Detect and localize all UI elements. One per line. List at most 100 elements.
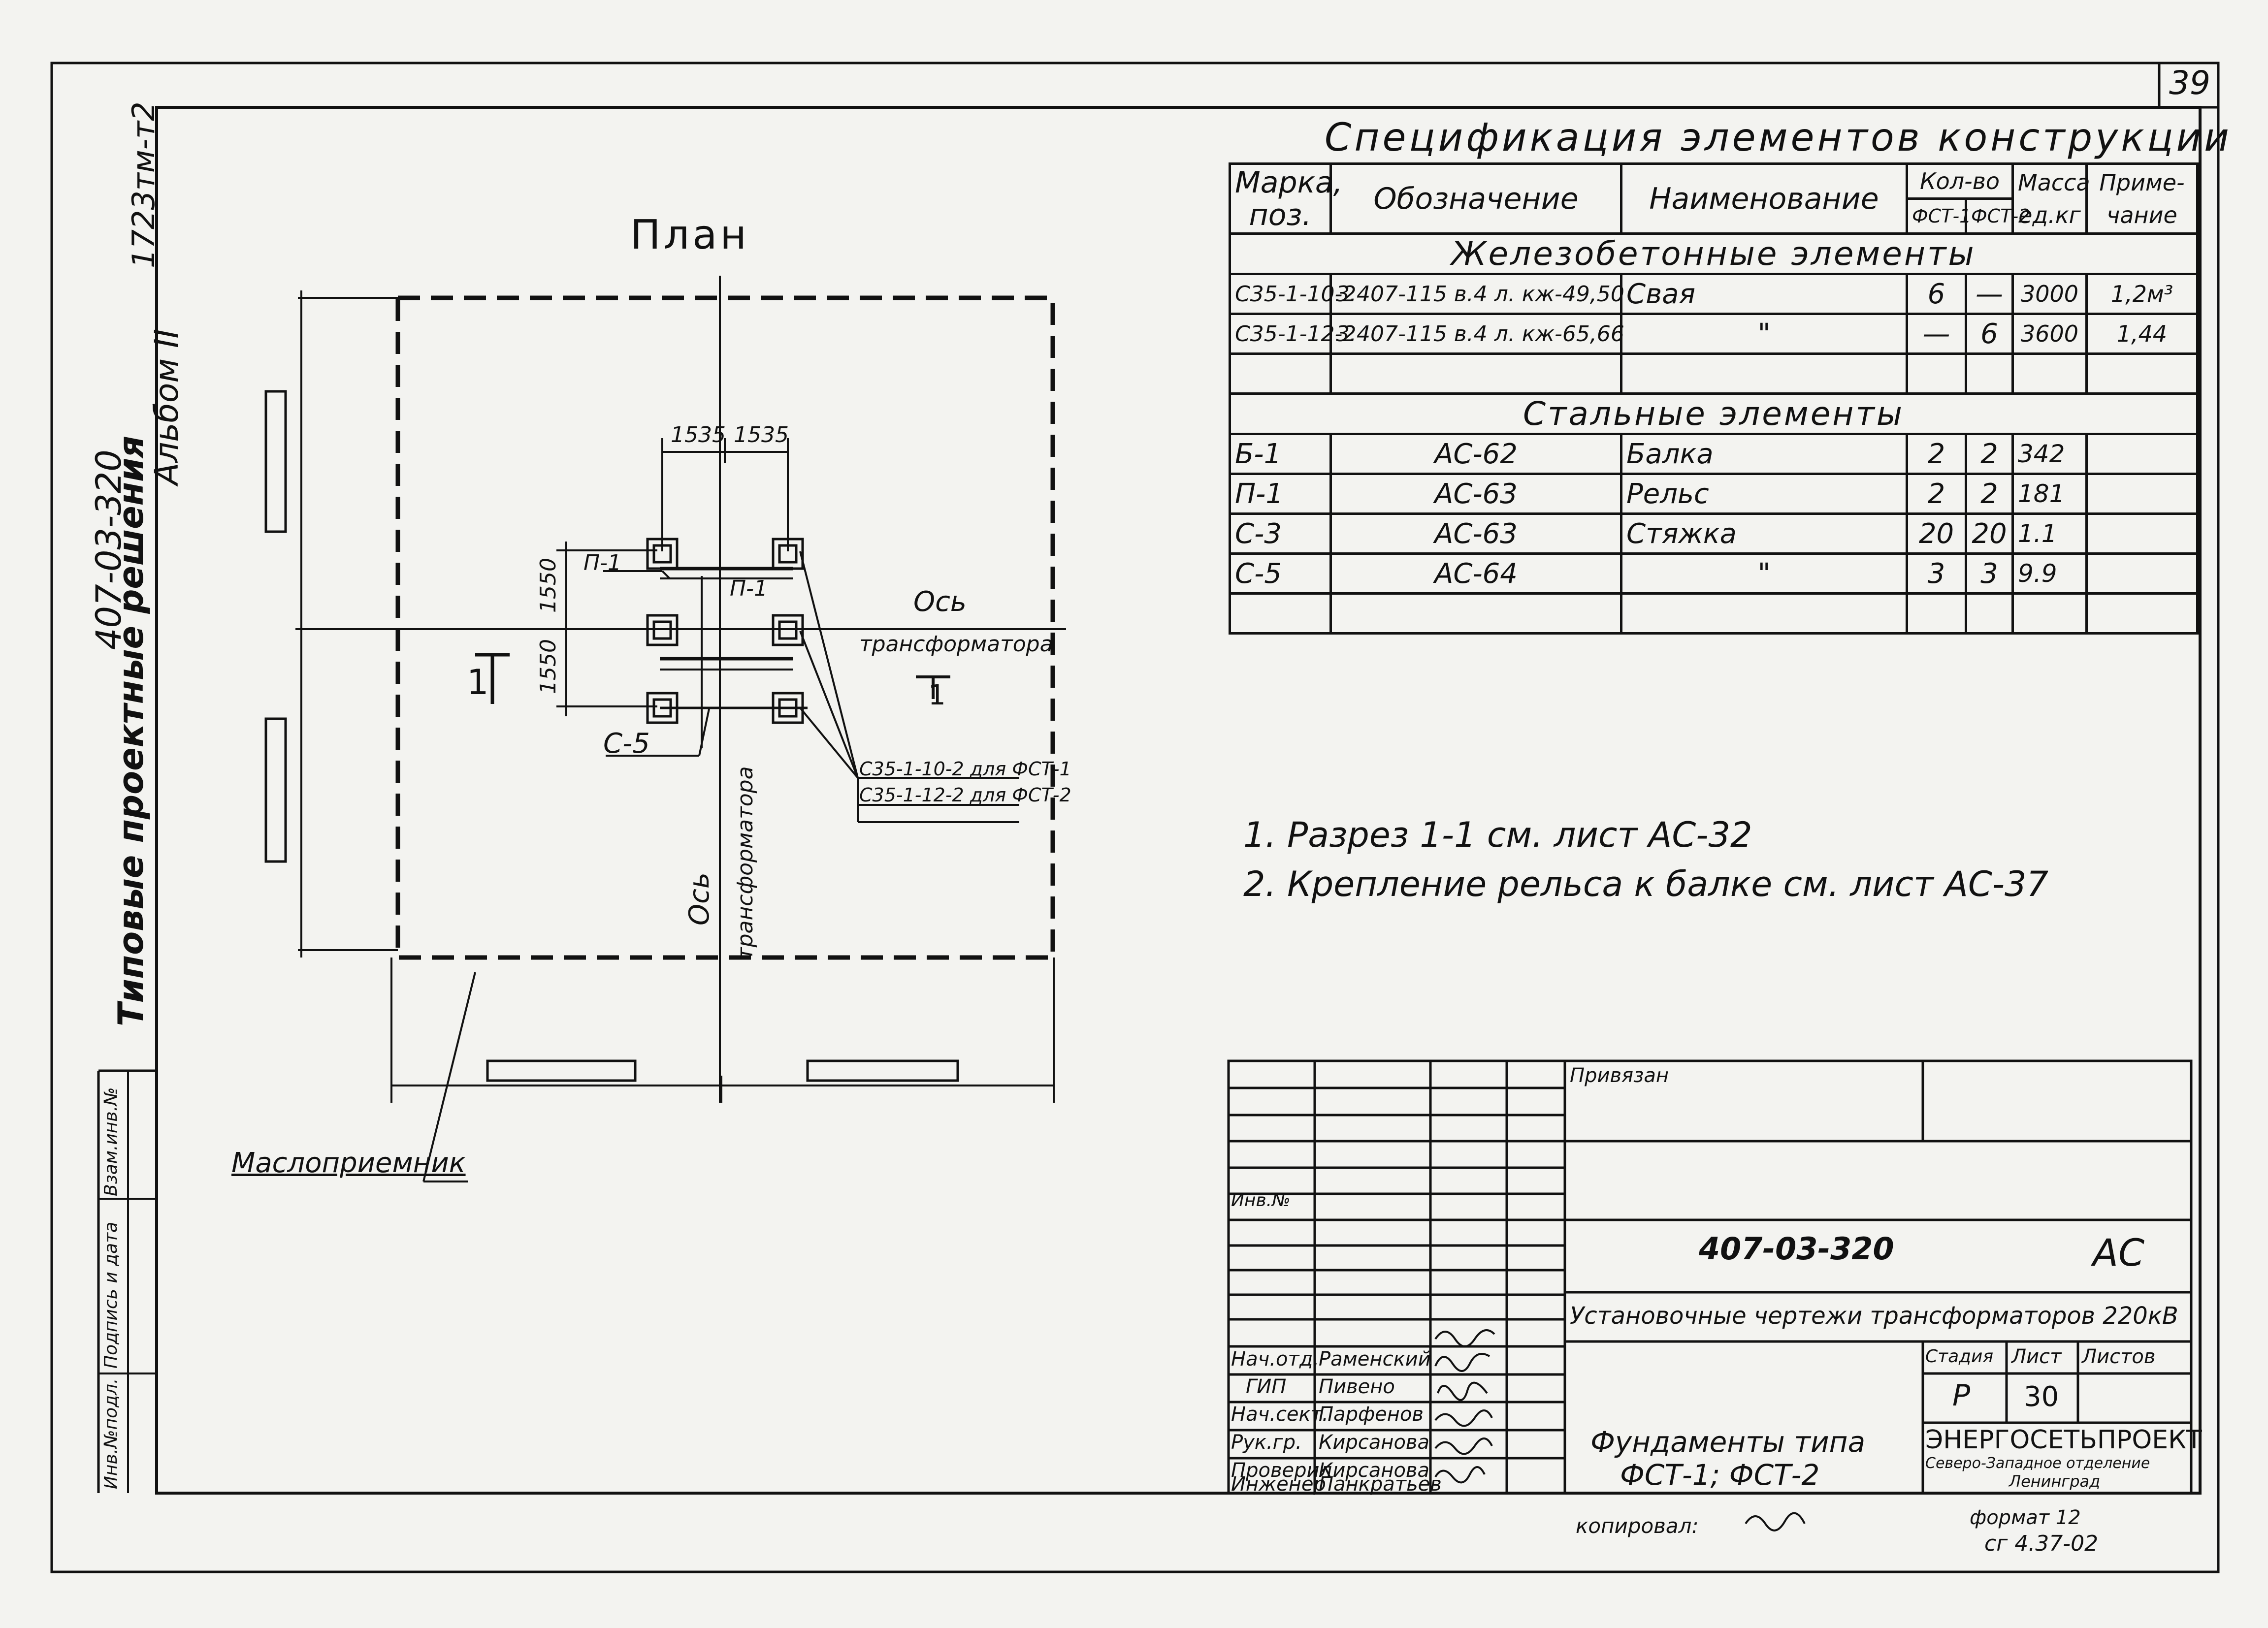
role-label: Нач.сект.	[1231, 1403, 1328, 1426]
cell-note	[2085, 552, 2199, 595]
org-city: Ленинград	[2009, 1472, 2101, 1491]
project-title: Установочные чертежи трансформаторов 220…	[1570, 1302, 2178, 1330]
sheet-value: 30	[2024, 1381, 2059, 1413]
cell-qty-fst1: 2	[1906, 433, 1967, 475]
copied-by: копировал:	[1576, 1514, 1699, 1538]
col-note: Приме- чание	[2085, 162, 2199, 235]
cell-designation: АС-64	[1329, 552, 1622, 595]
role-name: Парфенов	[1319, 1403, 1424, 1426]
table-row: С-5 АС-64 " 3 3 9.9	[1229, 552, 2199, 595]
cell-mark: С-3	[1229, 512, 1332, 555]
section-mark-left: 1	[467, 662, 489, 702]
org-branch: Северо-Западное отделение	[1925, 1455, 2150, 1472]
col-name: Наименование	[1620, 162, 1908, 235]
cell-mark: С35-1-10-2	[1229, 273, 1356, 315]
cell-qty-fst1: 6	[1906, 273, 1967, 315]
cell-designation: АС-62	[1329, 433, 1622, 475]
cell-qty-fst1: 20	[1906, 512, 1967, 555]
note-1: 1. Разрез 1-1 см. лист АС-32	[1243, 815, 1752, 855]
role-name: Пивено	[1319, 1375, 1395, 1398]
dim-1535-right: 1535	[734, 422, 789, 447]
dim-1550-bottom: 1550	[536, 639, 561, 694]
signatures	[1434, 1329, 1806, 1532]
cell-note: 1,2м³	[2085, 273, 2199, 315]
dim-1550-top: 1550	[536, 558, 561, 613]
role-name: Кирсанова	[1319, 1431, 1429, 1454]
cell-designation: 3.407-115 в.4 л. кж-49,50	[1329, 273, 1624, 315]
cell-qty-fst2: 20	[1965, 512, 2014, 555]
oil-receiver-label: Маслоприемник	[231, 1147, 466, 1179]
inv-no-label: Инв.№	[1231, 1190, 1291, 1211]
cell-mass: 9.9	[2011, 552, 2088, 595]
section-mark-right: 1	[928, 679, 946, 711]
cell-qty-fst1: —	[1906, 313, 1967, 355]
role-label: Нач.отд.	[1231, 1348, 1320, 1371]
col-qty-fst1: ФСТ-1	[1906, 197, 1971, 235]
cell-mark: П-1	[1229, 473, 1332, 515]
role-label: ГИП	[1246, 1375, 1287, 1398]
stage-label: Стадия	[1925, 1346, 1994, 1367]
cell-note	[2085, 512, 2199, 555]
sheet-label: Лист	[2011, 1345, 2062, 1368]
cell-mass: 1.1	[2011, 512, 2088, 555]
role-name: Кирсанова	[1319, 1459, 1429, 1482]
section-concrete: Железобетонные элементы	[1229, 232, 2199, 275]
format-code: сг 4.37-02	[1984, 1531, 2099, 1556]
cell-qty-fst2: 3	[1965, 552, 2014, 595]
stage-value: Р	[1952, 1378, 1971, 1413]
col-qty-fst2: ФСТ-2	[1965, 197, 2030, 235]
cell-qty-fst2: 2	[1965, 433, 2014, 475]
table-row-empty	[1229, 592, 2199, 635]
cell-mark: Б-1	[1229, 433, 1332, 475]
table-row: П-1 АС-63 Рельс 2 2 181	[1229, 473, 2199, 515]
doc-number: 407-03-320	[1699, 1231, 1894, 1267]
oil-receiver-outline	[395, 295, 1055, 960]
col-mark: Марка, поз.	[1229, 162, 1343, 235]
dim-1535-left: 1535	[671, 422, 726, 447]
org-name: ЭНЕРГОСЕТЬПРОЕКТ	[1925, 1425, 2202, 1455]
cell-name: Стяжка	[1620, 512, 1908, 555]
cell-note: 1,44	[2085, 313, 2199, 355]
table-row: С35-1-10-2 3.407-115 в.4 л. кж-49,50 Сва…	[1229, 273, 2199, 315]
cell-designation: АС-63	[1329, 512, 1622, 555]
label-p1-left: П-1	[583, 550, 621, 575]
cell-designation: АС-63	[1329, 473, 1622, 515]
col-designation: Обозначение	[1329, 162, 1622, 235]
role-label: Рук.гр.	[1231, 1431, 1302, 1454]
role-label: Проверил	[1231, 1459, 1332, 1482]
cell-name: "	[1620, 552, 1908, 595]
role-label: Инженер	[1231, 1473, 1326, 1496]
table-row-empty	[1229, 352, 2199, 395]
sheet-number: 39	[2169, 64, 2210, 102]
cell-qty-fst1: 3	[1906, 552, 1967, 595]
section-steel: Стальные элементы	[1229, 392, 2199, 435]
cell-mass: 342	[2011, 433, 2088, 475]
cell-qty-fst2: 6	[1965, 313, 2014, 355]
stamp-signature-date: Подпись и дата	[101, 1221, 121, 1369]
spec-title: Спецификация элементов конструкции	[1325, 116, 2232, 160]
drawing-title-2: ФСТ-1; ФСТ-2	[1620, 1458, 1820, 1492]
col-qty: Кол-во	[1906, 162, 2014, 200]
cell-note	[2085, 433, 2199, 475]
table-row: Б-1 АС-62 Балка 2 2 342	[1229, 433, 2199, 475]
axis-transformer-right: Ось	[913, 586, 967, 618]
axis-transformer-vertical: Ось	[683, 872, 715, 926]
doc-code: 1723тм-т2	[126, 101, 162, 268]
cell-name: "	[1620, 313, 1908, 355]
col-mass: Масса ед.кг	[2011, 162, 2090, 235]
cell-qty-fst1: 2	[1906, 473, 1967, 515]
table-row: С-3 АС-63 Стяжка 20 20 1.1	[1229, 512, 2199, 555]
format-label: формат 12	[1970, 1506, 2081, 1529]
cell-name: Рельс	[1620, 473, 1908, 515]
cell-mark: С35-1-12-2	[1229, 313, 1356, 355]
typical-solutions: Типовые проектные решения	[111, 435, 151, 1026]
cell-name: Свая	[1620, 273, 1908, 315]
linked-label: Привязан	[1570, 1064, 1669, 1087]
cell-mass: 3600	[2011, 313, 2088, 355]
sheets-label: Листов	[2082, 1345, 2156, 1368]
cell-mark: С-5	[1229, 552, 1332, 595]
stamp-inv-orig: Инв.№подл.	[101, 1378, 121, 1489]
plan-title: План	[630, 212, 749, 258]
